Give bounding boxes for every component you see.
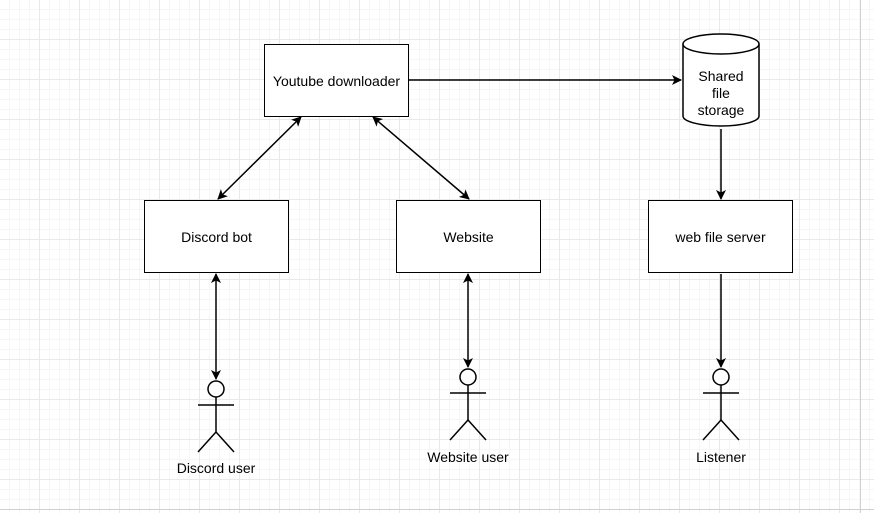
discord-bot-node[interactable]: Discord bot bbox=[144, 200, 289, 273]
edge-downloader-discordbot bbox=[217, 116, 302, 200]
storage-label-line-3: storage bbox=[697, 102, 745, 118]
storage-label-line-2: file bbox=[712, 85, 730, 101]
page-boundary-right bbox=[860, 0, 861, 513]
discord-bot-label: Discord bot bbox=[181, 228, 252, 245]
youtube-downloader-node[interactable]: Youtube downloader bbox=[264, 44, 409, 117]
website-node[interactable]: Website bbox=[396, 200, 541, 273]
page-boundary-bottom bbox=[0, 509, 874, 510]
shared-file-storage-label: Shared file storage bbox=[683, 68, 759, 119]
website-user-actor-icon[interactable] bbox=[449, 368, 487, 441]
discord-user-label: Discord user bbox=[176, 460, 256, 476]
web-file-server-label: web file server bbox=[675, 228, 766, 245]
website-user-label: Website user bbox=[427, 449, 509, 465]
storage-cylinder-icon[interactable] bbox=[682, 33, 760, 127]
listener-label: Listener bbox=[696, 449, 746, 465]
youtube-downloader-label: Youtube downloader bbox=[272, 72, 401, 89]
website-label: Website bbox=[443, 228, 494, 245]
listener-actor-icon[interactable] bbox=[702, 368, 740, 441]
web-file-server-node[interactable]: web file server bbox=[648, 200, 793, 273]
storage-label-line-1: Shared bbox=[698, 68, 744, 84]
edge-downloader-website bbox=[372, 116, 470, 200]
discord-user-actor-icon[interactable] bbox=[197, 380, 235, 453]
